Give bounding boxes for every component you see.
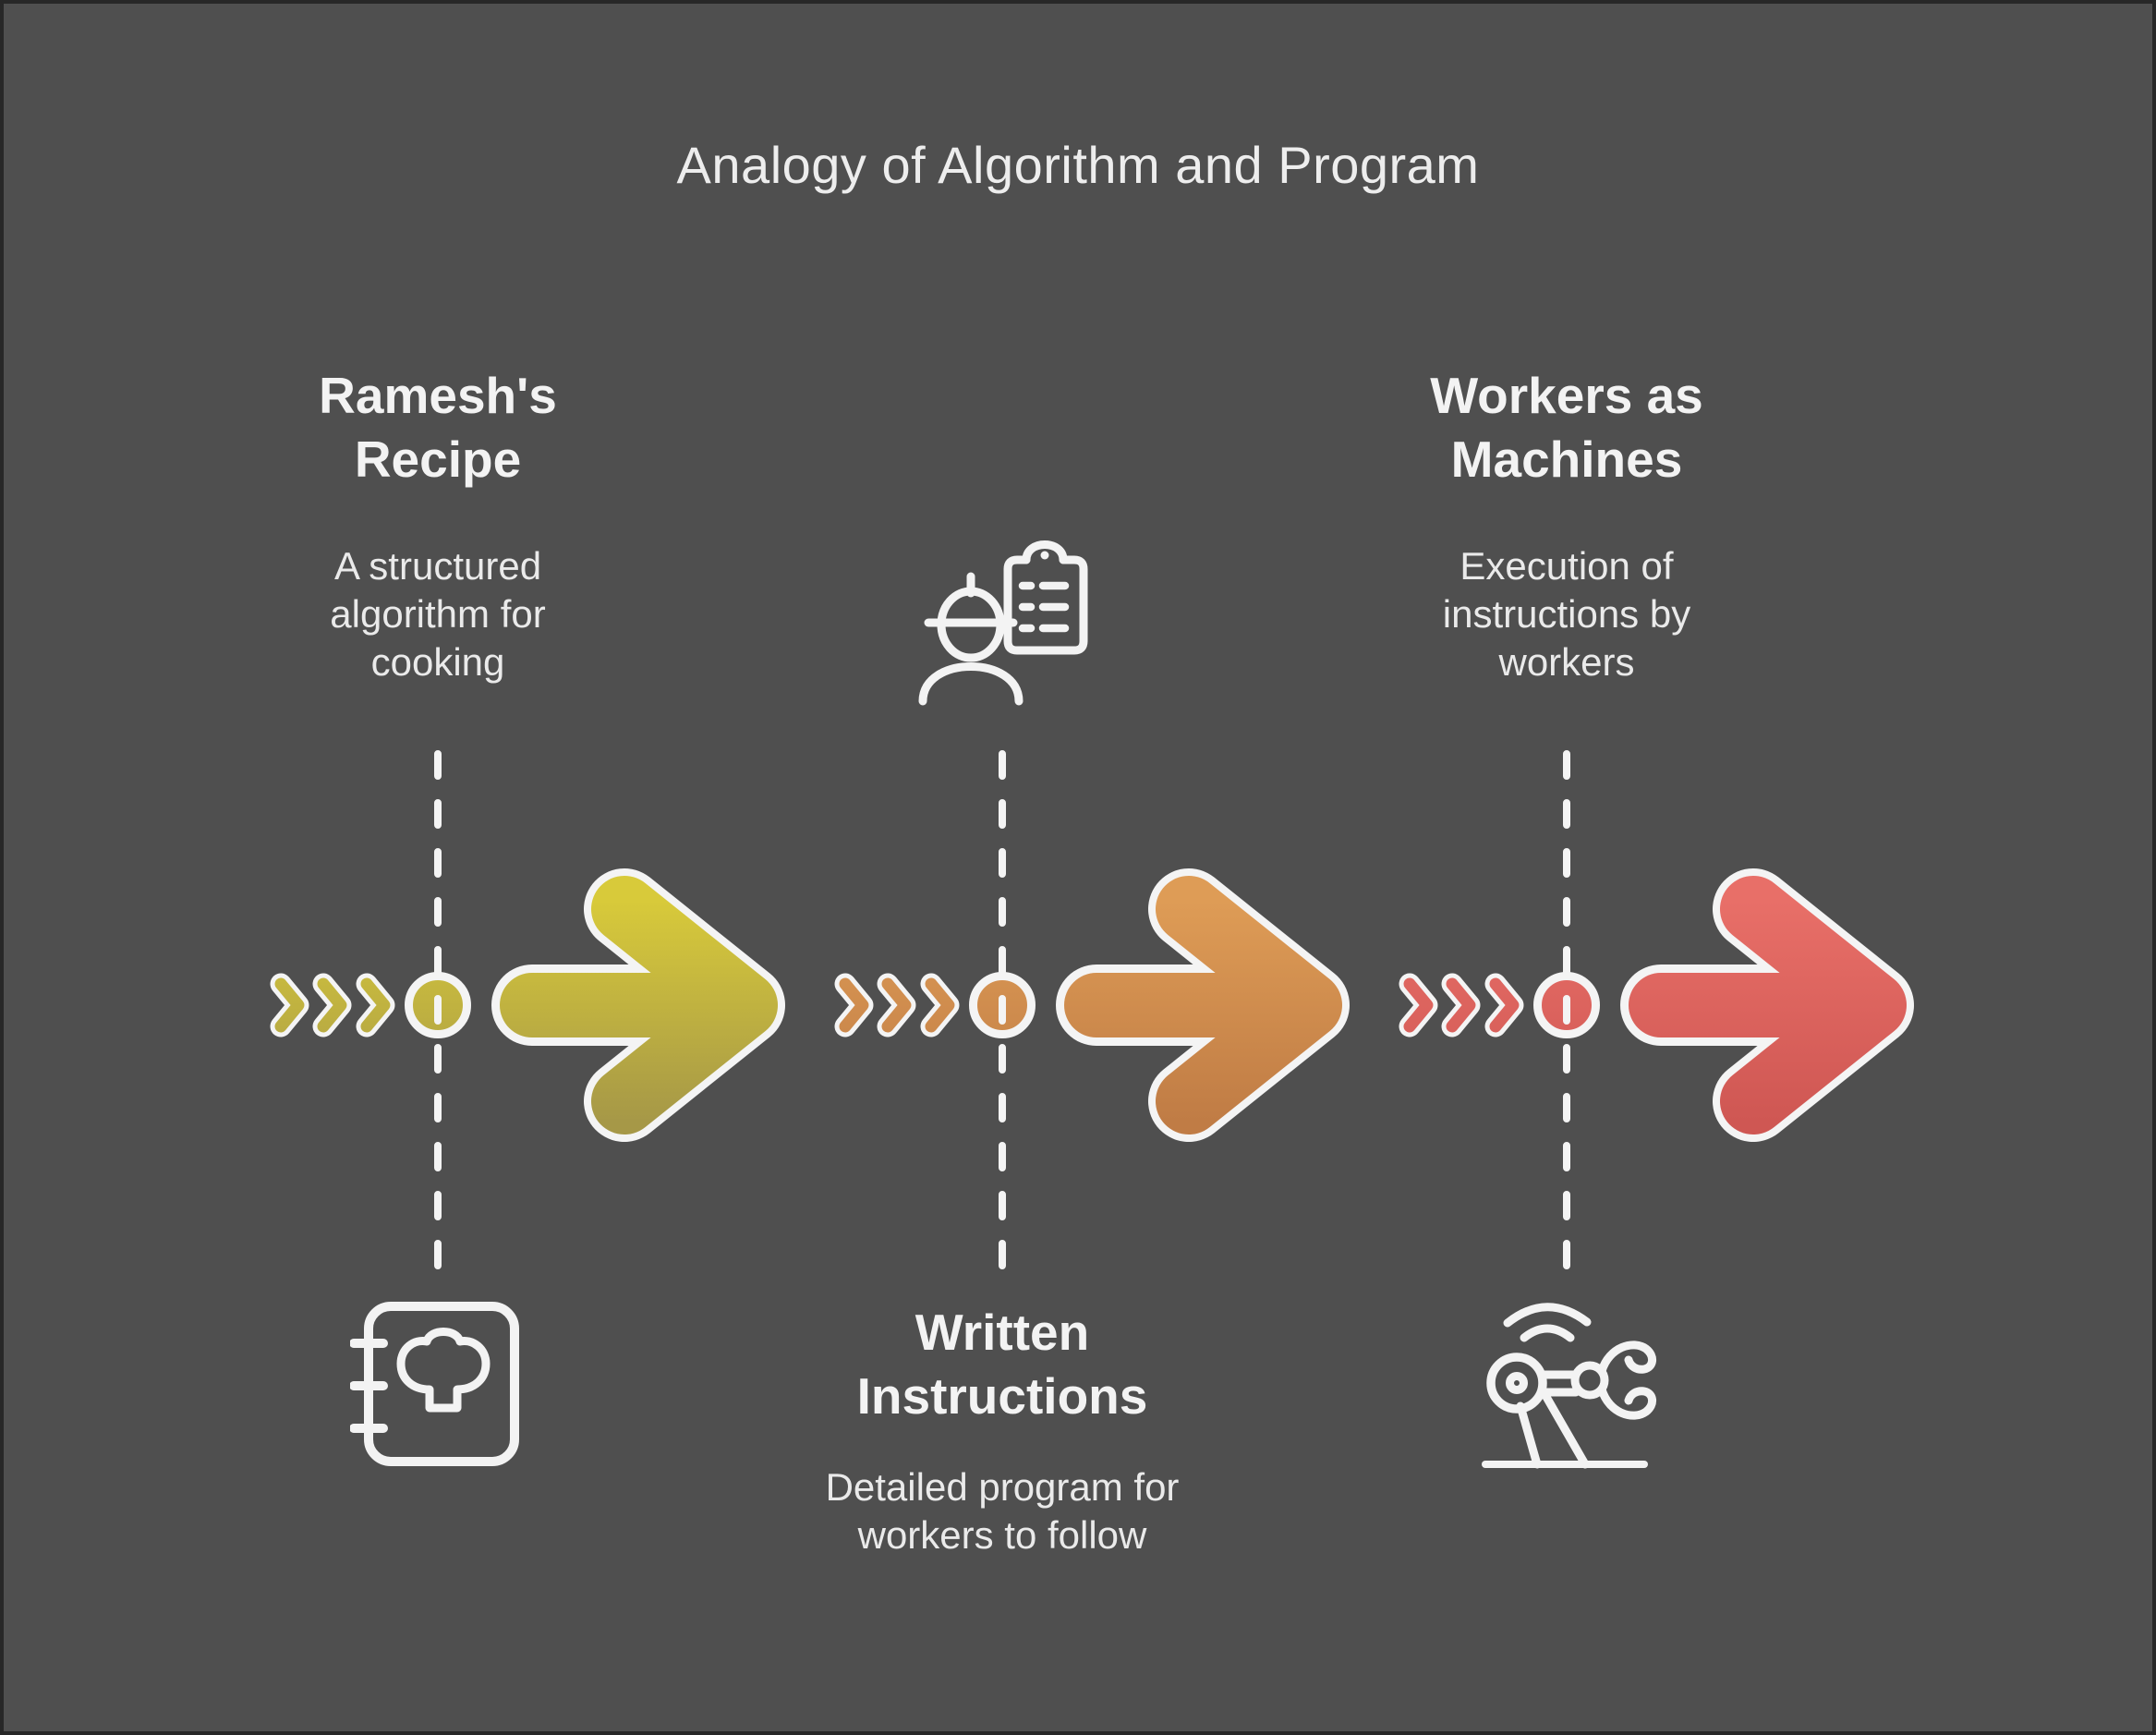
signal-wave-inner bbox=[1520, 1324, 1575, 1342]
robot-leg-right bbox=[1542, 1392, 1590, 1469]
flow-colored-shapes bbox=[1403, 876, 1907, 1134]
chevron-icon bbox=[1446, 977, 1476, 1033]
chevron-icon bbox=[925, 977, 955, 1033]
flow-colored-shapes bbox=[274, 876, 778, 1134]
step-1-heading: Ramesh's Recipe bbox=[319, 367, 557, 489]
recipe-book-icon bbox=[350, 1302, 519, 1466]
robot-claw-lower bbox=[1597, 1385, 1656, 1420]
clipboard-outline bbox=[1003, 555, 1088, 655]
robot-claw-upper bbox=[1597, 1341, 1656, 1376]
milestone-dot bbox=[1533, 972, 1600, 1038]
step-3-heading: Workers as Machines bbox=[1430, 367, 1703, 489]
step-1-description: A structured algorithm for cooking bbox=[330, 544, 546, 685]
worker-shoulders bbox=[918, 662, 1023, 706]
clipboard-clip bbox=[1022, 540, 1068, 564]
step-2-description: Detailed program for workers to follow bbox=[825, 1465, 1180, 1558]
diagram-title: Analogy of Algorithm and Program bbox=[676, 136, 1480, 194]
clipboard-clip-dot bbox=[1040, 551, 1049, 560]
flow-colored-shapes bbox=[839, 876, 1342, 1134]
chevron-icon bbox=[881, 977, 912, 1033]
signal-wave-outer bbox=[1503, 1303, 1592, 1328]
chevron-icon bbox=[839, 977, 869, 1033]
milestone-dot bbox=[405, 972, 471, 1038]
step-2-heading: Written Instructions bbox=[856, 1304, 1148, 1426]
chevron-icon bbox=[1489, 977, 1520, 1033]
arrow-head bbox=[1720, 876, 1907, 1134]
step-3-description: Execution of instructions by workers bbox=[1442, 544, 1691, 685]
flow-arrow-group-recipe bbox=[270, 868, 785, 1142]
robot-wrist-joint bbox=[1570, 1361, 1609, 1400]
robot-base-joint-center bbox=[1506, 1372, 1528, 1394]
chevron-icon bbox=[274, 977, 305, 1033]
chevron-icon bbox=[360, 977, 391, 1033]
flow-arrow-group-instructions bbox=[834, 868, 1350, 1142]
milestone-dot bbox=[969, 972, 1036, 1038]
arrow-head bbox=[1156, 876, 1342, 1134]
chevron-icon bbox=[1403, 977, 1434, 1033]
robot-leg-left bbox=[1516, 1401, 1542, 1469]
chevron-icon bbox=[317, 977, 347, 1033]
chef-hat-icon bbox=[396, 1328, 491, 1413]
robot-base-joint bbox=[1486, 1353, 1547, 1413]
robot-arm-icon bbox=[1482, 1303, 1656, 1469]
flow-arrow-group-workers bbox=[1399, 868, 1914, 1142]
arrow-head bbox=[591, 876, 778, 1134]
worker-clipboard-icon bbox=[918, 540, 1088, 706]
